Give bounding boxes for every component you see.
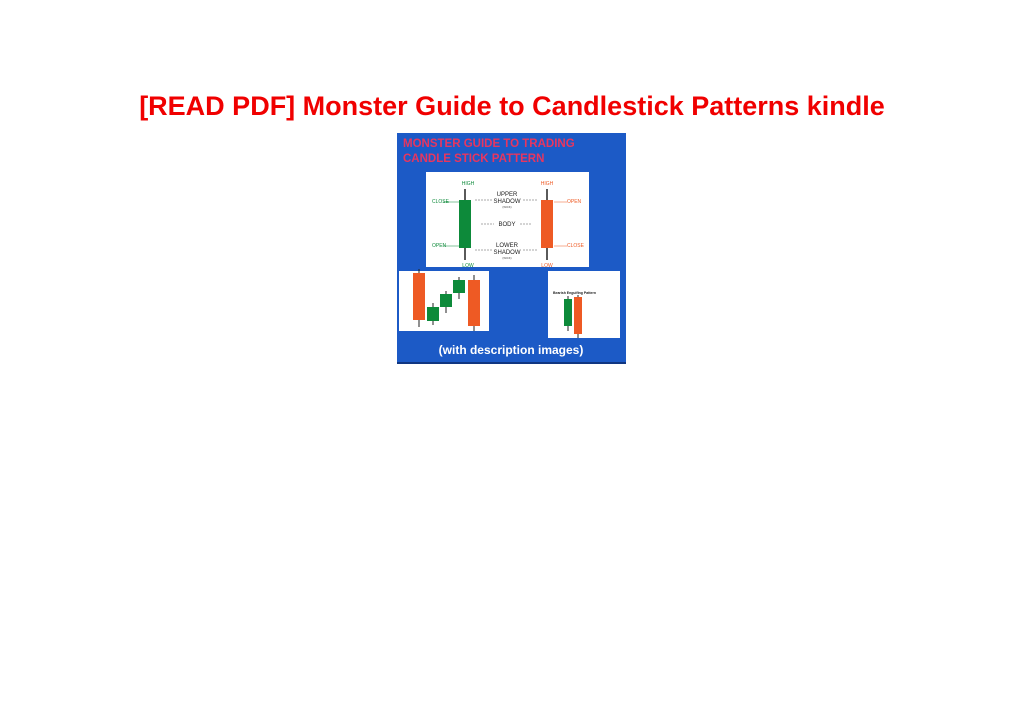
engulfing-label: Bearish Engulfing Pattern <box>553 291 596 295</box>
upper-shadow-line2: SHADOW <box>494 199 521 205</box>
cover-heading-line1: MONSTER GUIDE TO TRADING <box>403 138 575 150</box>
series-candle-5 <box>468 280 480 326</box>
body-label-bg <box>494 219 520 228</box>
lower-shadow-label-bg <box>492 241 522 261</box>
engulfing-pattern-panel <box>548 271 620 338</box>
lower-shadow-line1: LOWER <box>496 243 519 249</box>
bullish-candle-body <box>459 200 471 248</box>
engulfing-candle-2 <box>574 297 582 334</box>
cover-caption: (with description images) <box>439 343 584 357</box>
label-low-left: LOW <box>462 263 474 269</box>
series-candle-2 <box>427 307 439 321</box>
label-close-right: CLOSE <box>567 243 585 249</box>
label-open-left: OPEN <box>432 243 447 249</box>
page-title: [READ PDF] Monster Guide to Candlestick … <box>139 91 885 121</box>
body-label: BODY <box>498 222 515 228</box>
series-candle-1 <box>413 273 425 320</box>
series-candle-4 <box>453 280 465 293</box>
cover-heading-line2: CANDLE STICK PATTERN <box>403 153 544 165</box>
book-cover-image: MONSTER GUIDE TO TRADING CANDLE STICK PA… <box>397 133 626 364</box>
label-high-right: HIGH <box>541 181 554 187</box>
upper-shadow-sub: (WICK) <box>502 205 511 209</box>
lower-shadow-line2: SHADOW <box>494 250 521 256</box>
bearish-candle-body <box>541 200 553 248</box>
label-close-left: CLOSE <box>432 199 450 205</box>
engulfing-candle-1 <box>564 299 572 326</box>
lower-shadow-sub: (WICK) <box>502 256 511 260</box>
label-open-right: OPEN <box>567 199 582 205</box>
upper-shadow-line1: UPPER <box>497 192 518 198</box>
upper-shadow-label-bg <box>492 191 522 210</box>
series-candle-3 <box>440 294 452 307</box>
label-low-right: LOW <box>541 263 553 269</box>
cover-illustration: MONSTER GUIDE TO TRADING CANDLE STICK PA… <box>397 138 626 364</box>
label-high-left: HIGH <box>462 181 475 187</box>
